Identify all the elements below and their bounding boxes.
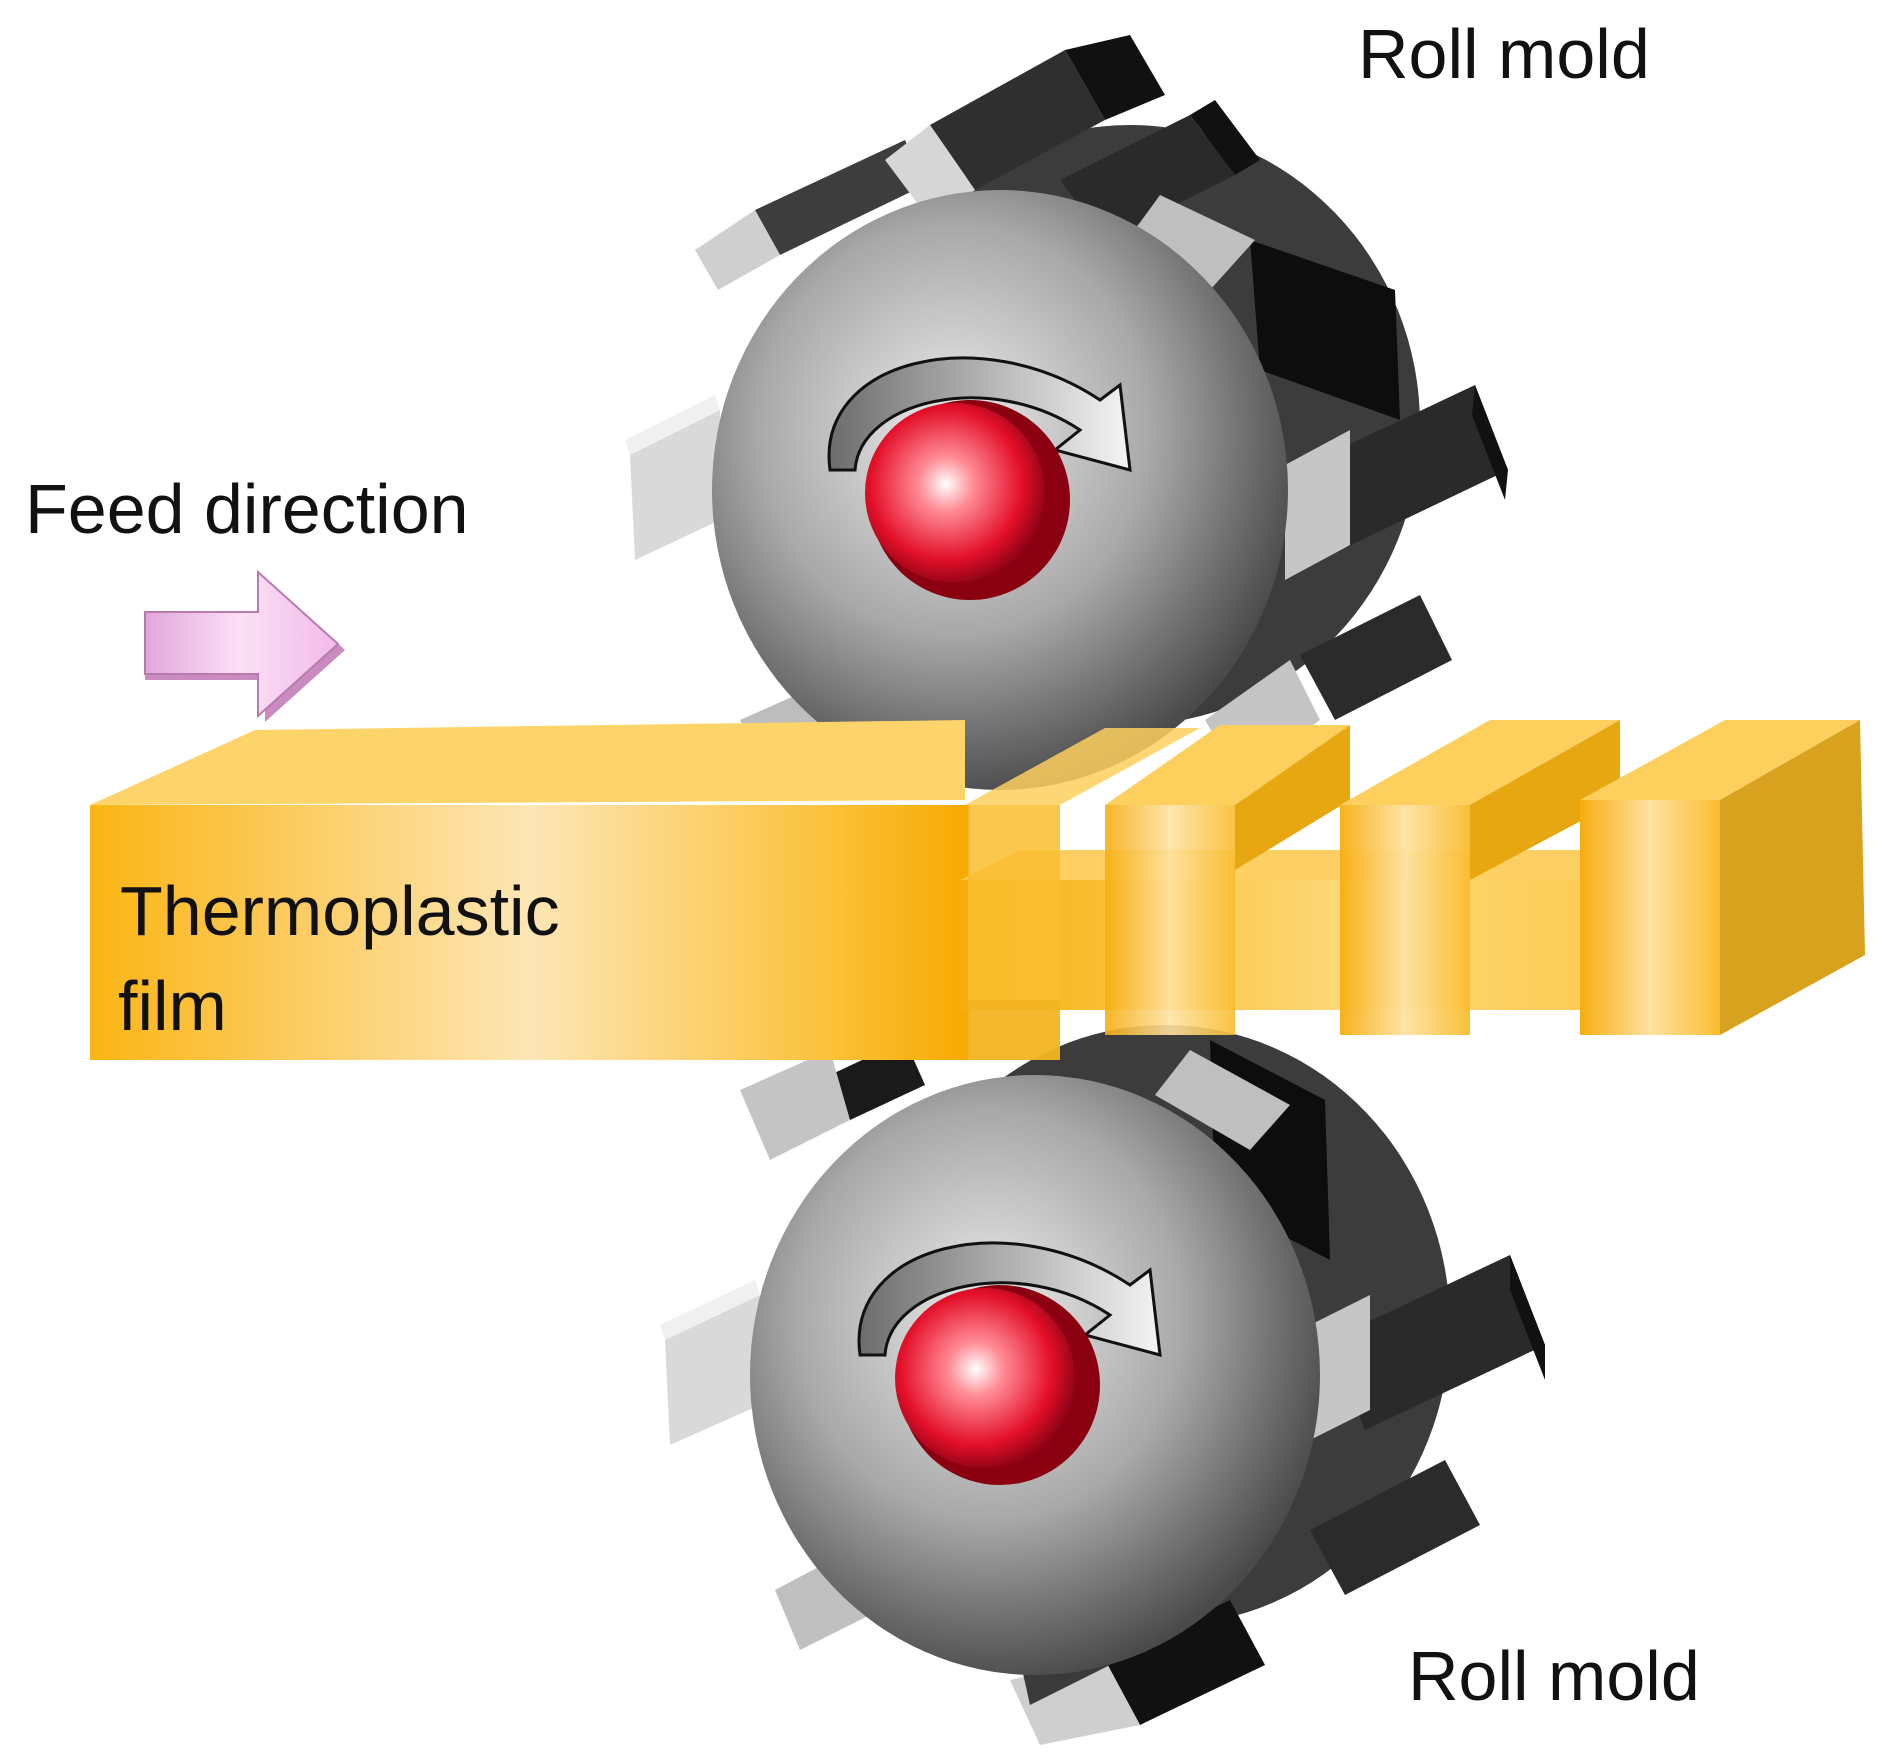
thermoplastic-film xyxy=(90,720,1865,1060)
rotation-arrow-top-icon xyxy=(827,356,1132,473)
roll-mold-top xyxy=(625,35,1508,800)
roll-mold-bottom-label: Roll mold xyxy=(1408,1637,1700,1715)
film-label-line1: Thermoplastic xyxy=(120,872,560,950)
rotation-arrow-bottom-icon xyxy=(857,1241,1162,1358)
roll-mold-bottom xyxy=(660,1025,1545,1745)
roll-mold-top-label: Roll mold xyxy=(1358,15,1650,93)
film-label-line2: film xyxy=(118,967,227,1045)
feed-direction-label: Feed direction xyxy=(25,470,469,548)
feed-arrow-icon xyxy=(144,569,345,722)
